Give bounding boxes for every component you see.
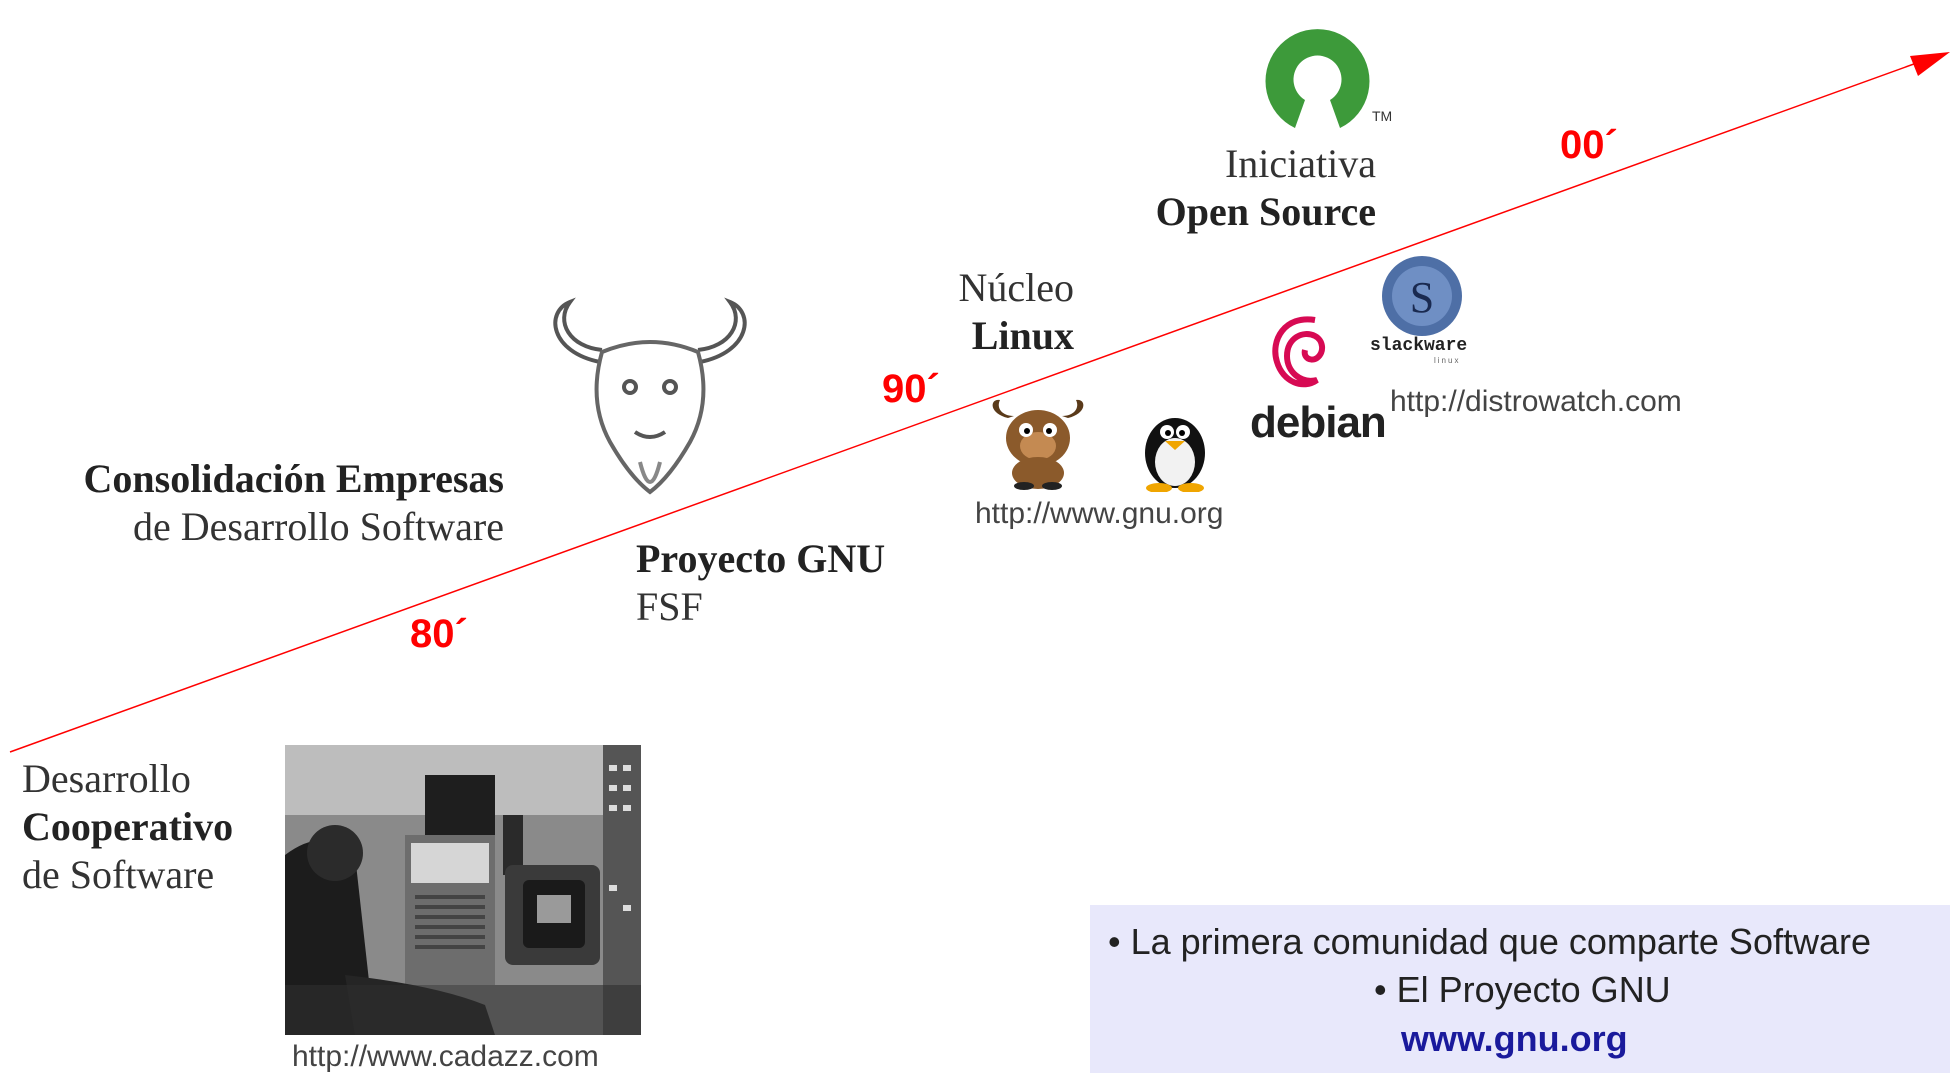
tux-penguin-icon	[1145, 418, 1205, 492]
decade-00-label: 00´	[1560, 123, 1618, 167]
gnu-head-logo	[553, 297, 747, 495]
opensource-line2: Open Source	[1155, 189, 1376, 234]
gnu-org-link[interactable]: www.gnu.org	[1401, 1018, 1628, 1059]
decade-90-label: 90´	[882, 367, 940, 411]
svg-text:S: S	[1410, 273, 1434, 322]
linux-line1: Núcleo	[958, 265, 1074, 310]
companies-text: Consolidación Empresas de Desarrollo Sof…	[58, 455, 504, 551]
companies-line2: de Desarrollo Software	[133, 504, 504, 549]
distrowatch-url[interactable]: http://distrowatch.com	[1390, 385, 1682, 418]
linux-line2: Linux	[971, 313, 1074, 358]
cadazz-url[interactable]: http://www.cadazz.com	[292, 1040, 599, 1073]
debian-swirl-icon	[1272, 316, 1325, 388]
debian-wordmark: debian	[1250, 398, 1387, 447]
vintage-computer-photo	[285, 745, 641, 1035]
opensource-text: Iniciativa Open Source	[1130, 140, 1376, 236]
gnu-text: Proyecto GNU FSF	[636, 535, 885, 631]
tm-mark: TM	[1372, 108, 1392, 124]
info-box: • La primera comunidad que comparte Soft…	[1090, 905, 1950, 1073]
cooperative-line1: Desarrollo	[22, 756, 191, 801]
cooperative-line2: Cooperativo	[22, 804, 234, 849]
open-source-logo: TM	[1265, 29, 1392, 128]
opensource-line1: Iniciativa	[1224, 141, 1376, 186]
cooperative-line3: de Software	[22, 852, 215, 897]
info-bullet-community: • La primera comunidad que comparte Soft…	[1108, 921, 1871, 962]
gnu-line2: FSF	[636, 584, 703, 629]
companies-line1: Consolidación Empresas	[83, 456, 504, 501]
cooperative-text: Desarrollo Cooperativo de Software	[22, 755, 233, 899]
info-bullet-gnu-project: • El Proyecto GNU	[1374, 969, 1671, 1010]
gnu-org-url[interactable]: http://www.gnu.org	[975, 497, 1224, 530]
decade-80-label: 80´	[410, 612, 468, 656]
linux-text: Núcleo Linux	[940, 264, 1074, 360]
slackware-logo-icon: S	[1382, 256, 1462, 336]
gnu-line1: Proyecto GNU	[636, 536, 886, 581]
slackware-subtitle: linux	[1434, 356, 1461, 365]
gnu-mascot-icon	[992, 399, 1084, 490]
slackware-wordmark: slackware	[1370, 336, 1468, 356]
